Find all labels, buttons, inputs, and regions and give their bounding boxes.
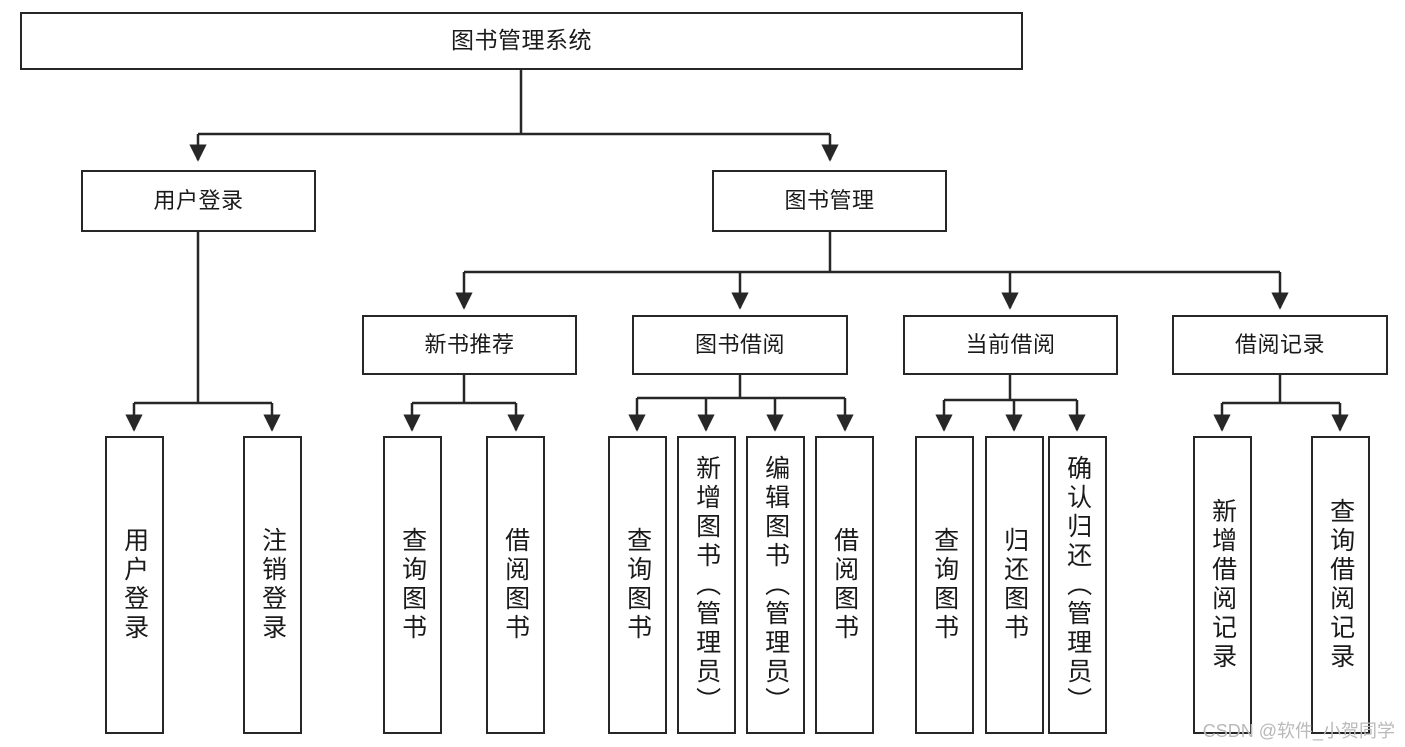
node-borrow-record-label: 借阅记录 <box>1234 332 1325 358</box>
node-leaf-logout-label: 注销登录 <box>258 527 287 643</box>
node-book-borrow-label: 图书借阅 <box>694 332 785 358</box>
node-leaf-query-book[interactable]: 查询图书 <box>608 436 667 734</box>
node-book-manage-label: 图书管理 <box>784 188 875 214</box>
node-leaf-edit-book-label: 编辑图书（管理员） <box>761 454 790 716</box>
node-leaf-query-book-rec[interactable]: 查询图书 <box>383 436 442 734</box>
node-leaf-borrow-book-rec[interactable]: 借阅图书 <box>486 436 545 734</box>
node-leaf-borrow-book-label: 借阅图书 <box>830 527 859 643</box>
node-new-book-rec[interactable]: 新书推荐 <box>362 315 577 375</box>
node-new-book-rec-label: 新书推荐 <box>424 332 515 358</box>
node-leaf-query-borrow-record-label: 查询借阅记录 <box>1326 498 1355 672</box>
node-book-borrow[interactable]: 图书借阅 <box>632 315 848 375</box>
node-leaf-query-book-current-label: 查询图书 <box>930 527 959 643</box>
node-leaf-query-book-label: 查询图书 <box>623 527 652 643</box>
node-book-manage[interactable]: 图书管理 <box>712 170 947 232</box>
node-leaf-query-borrow-record[interactable]: 查询借阅记录 <box>1311 436 1370 734</box>
node-leaf-query-book-current[interactable]: 查询图书 <box>915 436 974 734</box>
node-leaf-return-book-label: 归还图书 <box>1000 527 1029 643</box>
node-leaf-add-book-label: 新增图书（管理员） <box>692 454 721 716</box>
node-leaf-borrow-book[interactable]: 借阅图书 <box>815 436 874 734</box>
node-user-login-label: 用户登录 <box>153 188 244 214</box>
node-user-login[interactable]: 用户登录 <box>81 170 316 232</box>
node-borrow-record[interactable]: 借阅记录 <box>1172 315 1388 375</box>
node-leaf-add-borrow-record[interactable]: 新增借阅记录 <box>1193 436 1252 734</box>
node-root-label: 图书管理系统 <box>451 27 592 54</box>
node-leaf-user-login[interactable]: 用户登录 <box>105 436 164 734</box>
node-leaf-add-borrow-record-label: 新增借阅记录 <box>1208 498 1237 672</box>
node-leaf-return-book[interactable]: 归还图书 <box>985 436 1044 734</box>
node-root[interactable]: 图书管理系统 <box>20 12 1023 70</box>
node-leaf-query-book-rec-label: 查询图书 <box>398 527 427 643</box>
node-leaf-add-book[interactable]: 新增图书（管理员） <box>677 436 736 734</box>
node-leaf-user-login-label: 用户登录 <box>120 527 149 643</box>
node-leaf-borrow-book-rec-label: 借阅图书 <box>501 527 530 643</box>
node-current-borrow-label: 当前借阅 <box>965 332 1056 358</box>
node-leaf-confirm-return-label: 确认归还（管理员） <box>1063 454 1092 716</box>
node-leaf-confirm-return[interactable]: 确认归还（管理员） <box>1048 436 1107 734</box>
node-leaf-edit-book[interactable]: 编辑图书（管理员） <box>746 436 805 734</box>
node-leaf-logout[interactable]: 注销登录 <box>243 436 302 734</box>
node-current-borrow[interactable]: 当前借阅 <box>903 315 1118 375</box>
